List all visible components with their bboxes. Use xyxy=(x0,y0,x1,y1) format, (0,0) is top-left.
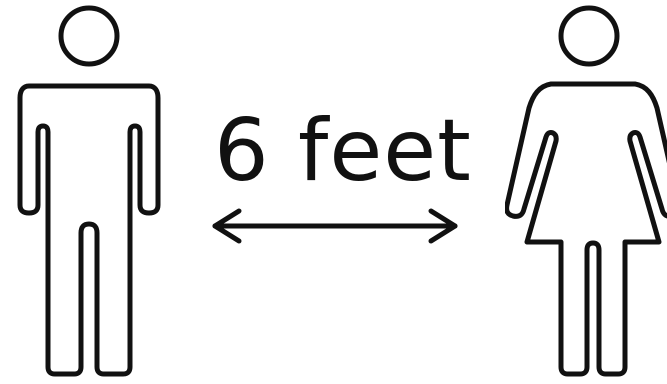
double-arrow-icon xyxy=(205,206,465,246)
woman-icon xyxy=(505,0,667,384)
man-icon xyxy=(5,0,175,384)
distance-label: 6 feet xyxy=(214,101,472,201)
